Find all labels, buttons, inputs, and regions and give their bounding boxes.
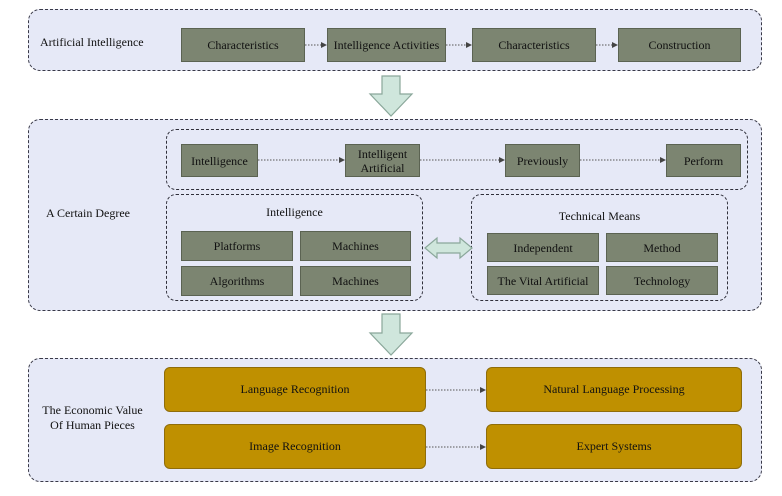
node-characteristics-2: Characteristics bbox=[472, 28, 596, 62]
node-machines-2: Machines bbox=[300, 266, 411, 296]
node-algorithms: Algorithms bbox=[181, 266, 293, 296]
section-label-a-certain-degree: A Certain Degree bbox=[46, 206, 130, 220]
node-intelligence: Intelligence bbox=[181, 144, 258, 177]
group-intelligence bbox=[166, 194, 423, 301]
section-label-economic-value: The Economic Value Of Human Pieces bbox=[42, 403, 143, 432]
node-perform: Perform bbox=[666, 144, 741, 177]
group-title-technical-means: Technical Means bbox=[558, 209, 641, 223]
node-the-vital-artificial: The Vital Artificial bbox=[487, 266, 599, 295]
down-arrow-2 bbox=[368, 313, 414, 356]
node-image-recognition: Image Recognition bbox=[164, 424, 426, 469]
node-expert-systems: Expert Systems bbox=[486, 424, 742, 469]
node-technology: Technology bbox=[606, 266, 718, 295]
node-language-recognition: Language Recognition bbox=[164, 367, 426, 412]
node-machines-1: Machines bbox=[300, 231, 411, 261]
down-arrow-1 bbox=[368, 75, 414, 117]
node-natural-language-processing: Natural Language Processing bbox=[486, 367, 742, 412]
section-label-artificial-intelligence: Artificial Intelligence bbox=[40, 35, 144, 49]
node-intelligence-activities: Intelligence Activities bbox=[327, 28, 446, 62]
node-characteristics-1: Characteristics bbox=[181, 28, 305, 62]
group-top-flow bbox=[166, 129, 748, 190]
node-intelligent-artificial: Intelligent Artificial bbox=[345, 144, 420, 177]
group-title-intelligence: Intelligence bbox=[266, 205, 323, 219]
node-method: Method bbox=[606, 233, 718, 262]
node-construction: Construction bbox=[618, 28, 741, 62]
node-previously: Previously bbox=[505, 144, 580, 177]
node-independent: Independent bbox=[487, 233, 599, 262]
node-platforms: Platforms bbox=[181, 231, 293, 261]
